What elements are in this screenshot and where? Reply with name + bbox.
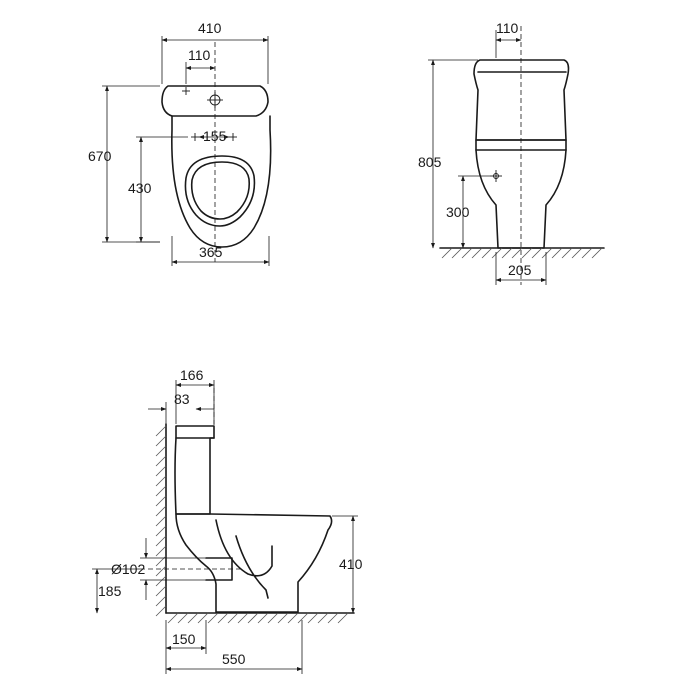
front-dimension-base-width: 205	[508, 262, 532, 278]
seat-fixing-left-icon	[191, 133, 199, 141]
front-dimension-tank-offset: 110	[496, 20, 519, 36]
side-dimension-overall-length: 550	[222, 651, 246, 667]
dimension-overall-width: 410	[198, 20, 222, 36]
seat-fixing-right-icon	[229, 133, 237, 141]
tank-outline	[161, 85, 269, 117]
front-dimension-overall-height: 805	[418, 154, 442, 170]
front-floor-hatching	[441, 247, 603, 259]
front-dimension-outlet-height: 300	[446, 204, 470, 220]
dimension-tank-offset: 110	[188, 47, 211, 63]
side-dimension-outlet-to-wall: 150	[172, 631, 196, 647]
side-dimension-rim-height: 410	[339, 556, 363, 572]
dimension-overall-depth: 670	[88, 148, 112, 164]
side-dimension-tank-depth: 166	[180, 367, 204, 383]
seat-opening-inner	[190, 161, 251, 220]
bowl-outline	[171, 115, 272, 248]
side-tank-outline	[174, 425, 215, 515]
side-view: 166 83 Ø102 185 410 150 550	[92, 367, 363, 674]
side-wall-hatching	[155, 425, 167, 617]
side-trap-outline	[215, 519, 273, 599]
front-view: 110 805 300 205	[418, 20, 605, 285]
side-dimension-outlet-axis-height: 185	[98, 583, 122, 599]
tap-hole-icon	[207, 92, 223, 108]
top-view: 410 110 670 430 155 365	[88, 20, 272, 266]
outlet-mark-icon	[490, 170, 502, 182]
side-floor-hatching	[167, 612, 349, 624]
seat-opening	[184, 155, 256, 227]
fixing-point-icon	[182, 87, 190, 95]
side-dimension-tank-offset: 83	[174, 391, 190, 407]
dimension-fixing-centers: 155	[203, 128, 227, 144]
side-pan-outline	[175, 513, 333, 613]
dimension-bowl-depth: 430	[128, 180, 152, 196]
dimension-bowl-width: 365	[199, 244, 223, 260]
